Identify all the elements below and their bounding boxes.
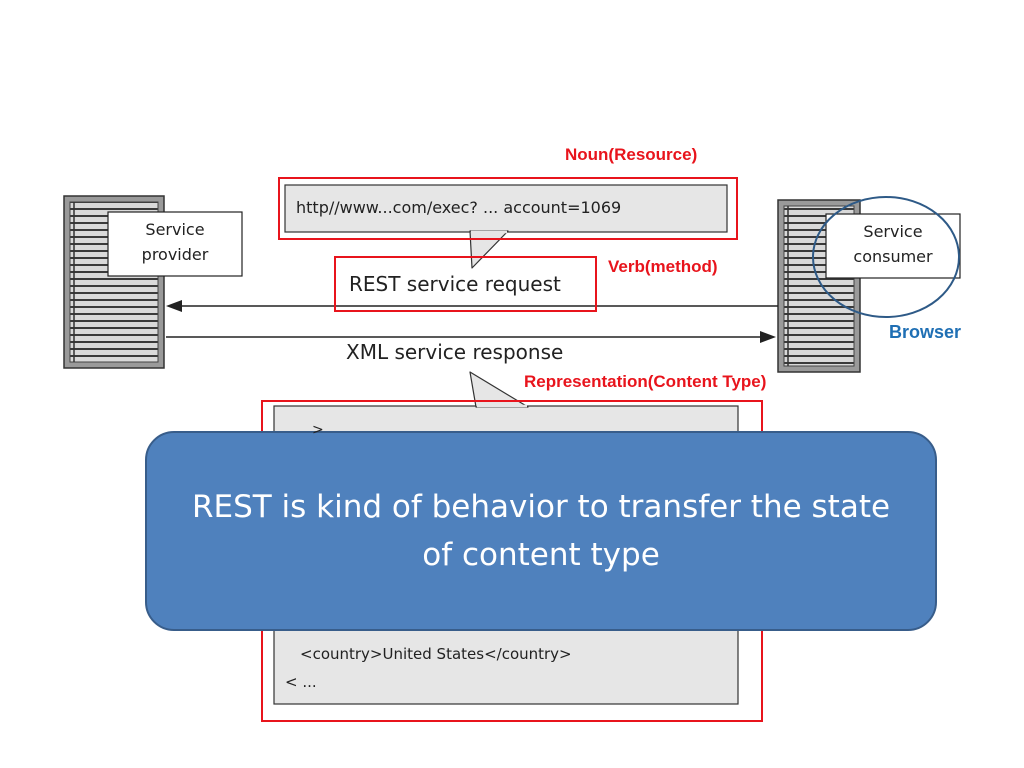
service-provider-label-line2: provider xyxy=(141,245,209,264)
noun-highlight-box xyxy=(278,177,738,240)
xml-top-text: > xyxy=(312,422,324,438)
request-url-text: http//www...com/exec? ... account=1069 xyxy=(296,198,622,217)
service-consumer-label-line1: Service xyxy=(863,222,923,241)
browser-label: Browser xyxy=(889,322,962,342)
service-consumer-box xyxy=(825,213,961,279)
verb-label: Verb(method) xyxy=(608,257,718,276)
service-provider-box xyxy=(107,211,243,277)
response-arrow xyxy=(166,331,776,343)
request-label: REST service request xyxy=(349,272,561,296)
representation-label: Representation(Content Type) xyxy=(524,372,767,391)
request-arrow xyxy=(166,300,778,312)
callout-box xyxy=(145,431,937,631)
url-bubble xyxy=(284,184,728,269)
noun-label: Noun(Resource) xyxy=(565,145,698,164)
response-label: XML service response xyxy=(346,340,564,364)
callout-text: REST is kind of behavior to transfer the… xyxy=(191,489,891,573)
xml-end-text: < ... xyxy=(285,673,317,691)
xml-country-text: <country>United States</country> xyxy=(300,645,572,663)
service-consumer-label-line2: consumer xyxy=(853,247,933,266)
service-provider-label-line1: Service xyxy=(145,220,205,239)
verb-highlight-box xyxy=(334,256,597,312)
browser-highlight-ellipse xyxy=(812,196,960,318)
